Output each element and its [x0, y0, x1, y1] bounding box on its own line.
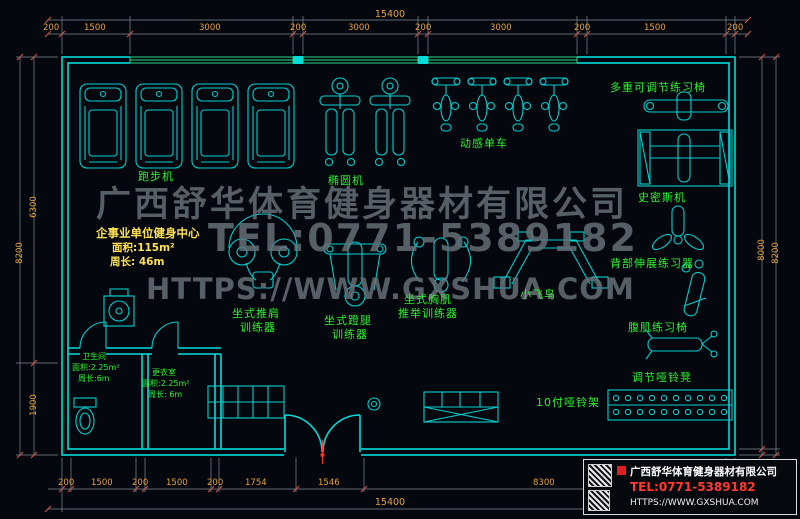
- dim-bottom-1: 1500: [91, 478, 113, 488]
- dim-bottom-5: 1754: [245, 478, 267, 488]
- bathroom-perimeter: 周长:6m: [78, 374, 110, 383]
- dim-top-0: 200: [43, 23, 60, 33]
- facility-perimeter: 周长: 46m: [110, 256, 165, 268]
- label-ab-chair: 腹肌练习椅: [628, 321, 688, 334]
- leg-press-machine: [323, 241, 387, 307]
- label-dumbbell-bench: 调节哑铃凳: [632, 371, 692, 384]
- smith-machine: [637, 129, 733, 187]
- label-spin-bike: 动感单车: [460, 137, 508, 150]
- label-elliptical: 椭圆机: [328, 174, 364, 187]
- adjustable-bench: [643, 91, 729, 121]
- qr-code-2: [588, 490, 610, 511]
- dumbbell-bench: [645, 329, 718, 360]
- watermark-url: HTTPS://WWW.GXSHUA.COM: [146, 272, 635, 306]
- dim-top-7: 200: [574, 23, 591, 33]
- lockers: [207, 385, 285, 419]
- dim-top-4: 3000: [348, 23, 370, 33]
- facility-title: 企事业单位健身中心: [96, 226, 200, 240]
- changing-area: 面积:2.25m²: [142, 379, 190, 388]
- label-leg-press-2: 训练器: [332, 328, 368, 341]
- label-fly-machine: 小飞鸟: [520, 288, 556, 301]
- shoulder-press-machine: [228, 213, 298, 289]
- dim-right-outer: 8200: [771, 242, 781, 264]
- title-block-tel: TEL:0771-5389182: [630, 480, 756, 494]
- bathroom-name: 卫生间: [82, 352, 106, 361]
- label-back-extension: 背部伸展练习器: [610, 257, 694, 270]
- dim-left-outer: 8200: [15, 242, 25, 264]
- elliptical-group: [319, 77, 411, 167]
- qr-code-1: [588, 464, 612, 487]
- watermark-company: 广西舒华体育健身器材有限公司: [96, 185, 629, 225]
- logo-mark: [617, 466, 626, 475]
- label-chest-press-2: 推举训练器: [398, 307, 458, 320]
- dim-right-inner: 8000: [757, 239, 767, 261]
- dim-bottom-6: 1546: [318, 478, 340, 488]
- chest-press-machine: [410, 236, 472, 293]
- dim-top-8: 1500: [644, 23, 666, 33]
- title-block-company: 广西舒华体育健身器材有限公司: [630, 466, 777, 478]
- exterior-walls: [61, 55, 736, 464]
- title-block: 广西舒华体育健身器材有限公司 TEL:0771-5389182 HTTPS://…: [583, 459, 797, 515]
- dim-top-3: 200: [290, 23, 307, 33]
- dim-bottom-2: 200: [132, 478, 149, 488]
- dim-top-9: 200: [727, 23, 744, 33]
- label-chest-press-1: 坐式胸肌: [404, 293, 452, 306]
- dim-left-upper: 6300: [29, 196, 39, 218]
- bathroom-fixtures: [73, 288, 135, 435]
- ab-chair: [681, 259, 707, 317]
- dim-left-lower: 1900: [29, 394, 39, 416]
- dim-top-overall: 15400: [374, 9, 406, 20]
- dim-bottom-overall: 15400: [374, 497, 406, 508]
- label-shoulder-press-1: 坐式推肩: [232, 307, 280, 320]
- watermark-tel: TEL:0771-5389182: [208, 216, 638, 260]
- label-treadmill: 跑步机: [138, 170, 174, 183]
- label-smith-machine: 史密斯机: [638, 191, 686, 204]
- dim-bottom-4: 200: [207, 478, 224, 488]
- changing-name: 更衣室: [152, 368, 176, 377]
- fly-machine: [493, 231, 609, 289]
- facility-area: 面积:115m²: [112, 242, 175, 254]
- dim-top-5: 200: [415, 23, 432, 33]
- dimension-lines: [16, 16, 780, 513]
- treadmill-group: [79, 83, 295, 169]
- bench-table: [367, 391, 499, 423]
- dumbbell-rack: [607, 389, 733, 421]
- dim-bottom-7: 8300: [533, 478, 555, 488]
- back-extension-machine: [651, 205, 705, 251]
- title-block-url: HTTPS://WWW.GXSHUA.COM: [630, 498, 759, 508]
- dim-bottom-0: 200: [58, 478, 75, 488]
- dim-top-6: 3000: [490, 23, 512, 33]
- interior-walls: [68, 321, 222, 449]
- dim-top-1: 1500: [84, 23, 106, 33]
- bathroom-area: 面积:2.25m²: [72, 363, 120, 372]
- label-shoulder-press-2: 训练器: [240, 321, 276, 334]
- label-leg-press-1: 坐式蹬腿: [324, 314, 372, 327]
- spin-bike-group: [431, 77, 569, 132]
- label-adjustable-bench: 多重可调节练习椅: [610, 81, 706, 94]
- changing-perimeter: 周长: 6m: [148, 390, 183, 399]
- dim-top-2: 3000: [199, 23, 221, 33]
- label-dumbbell-rack: 10付哑铃架: [536, 396, 600, 409]
- dim-bottom-3: 1500: [166, 478, 188, 488]
